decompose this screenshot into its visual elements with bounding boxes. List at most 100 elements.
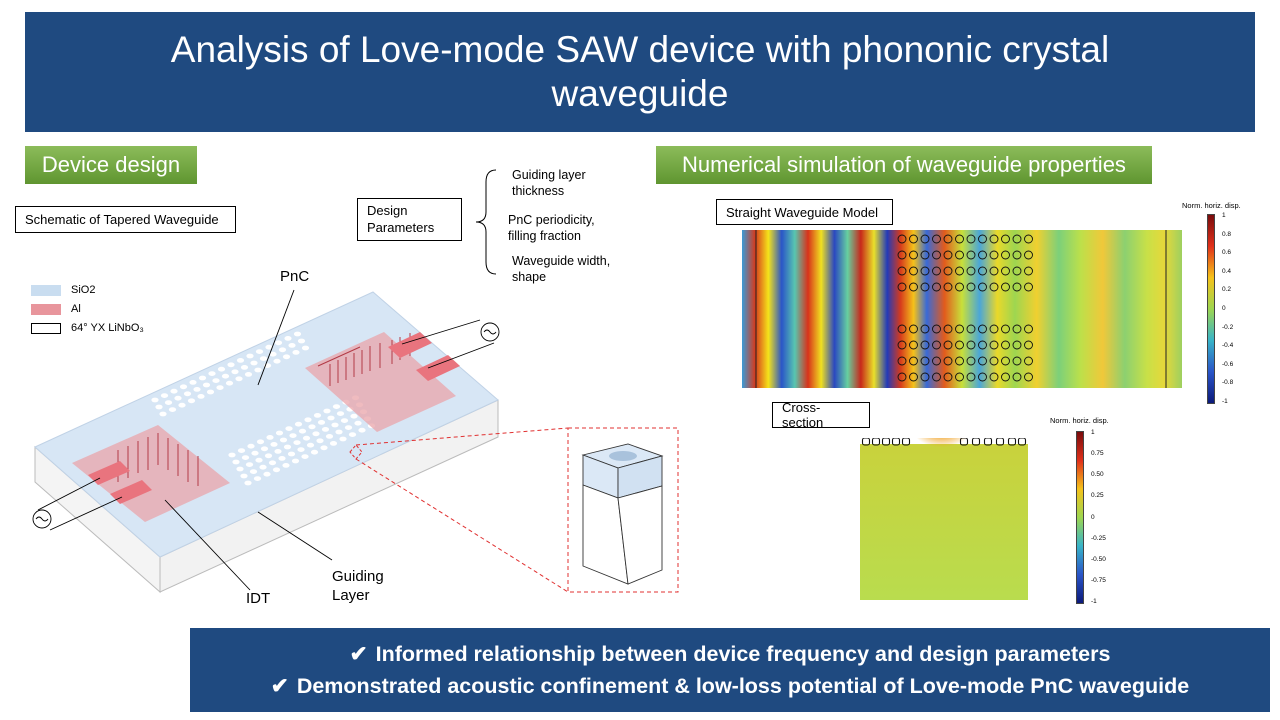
pnc-hole [301, 454, 309, 459]
pnc-hole [259, 356, 268, 361]
sim-hole [989, 250, 999, 260]
pnc-hole [212, 378, 220, 383]
pnc-hole [231, 369, 239, 375]
pnc-hole [292, 350, 300, 355]
idt-left-contact-1 [88, 461, 130, 485]
sim-hole [943, 266, 953, 276]
cross-section-holes [861, 438, 1027, 446]
pnc-hole [178, 402, 186, 408]
pnc-hole [251, 450, 259, 456]
colorbar-tick: 0.75 [1091, 450, 1104, 458]
guiding-callout-line [257, 511, 333, 561]
sim-hole [943, 340, 953, 350]
pnc-hole [331, 422, 339, 428]
pnc-hole [247, 443, 255, 449]
cross-hole [861, 438, 871, 446]
sim-hole [966, 282, 976, 292]
pnc-hole [298, 428, 307, 434]
colorbar-tick: -0.25 [1091, 534, 1106, 542]
pnc-hole [249, 469, 258, 474]
colorbar-tick: -0.6 [1222, 360, 1234, 368]
sim-hole [943, 282, 953, 292]
pnc-hole [304, 417, 312, 423]
colorbar2-title: Norm. horiz. disp. [1050, 416, 1109, 425]
pnc-hole [359, 409, 368, 415]
pnc-hole [293, 440, 301, 445]
pnc-hole [266, 435, 274, 440]
pnc-hole [278, 347, 287, 353]
pnc-hole [283, 444, 292, 450]
pnc-hole [344, 425, 353, 430]
pnc-hole [179, 384, 188, 390]
sim-hole [920, 340, 930, 350]
title-banner: Analysis of Love-mode SAW device with ph… [25, 12, 1255, 132]
pnc-hole [310, 449, 319, 455]
sim-hole [955, 234, 964, 244]
cross-hole [983, 438, 993, 446]
pnc-hole [269, 351, 277, 357]
zoom-marker [349, 444, 363, 460]
colorbar-tick: 0.50 [1091, 471, 1104, 479]
cross-hole [871, 438, 881, 446]
cross-hole [891, 438, 901, 446]
straight-waveguide-svg [742, 230, 1182, 388]
sim-hole [932, 234, 941, 244]
cross-hole [1017, 438, 1027, 446]
pnc-hole [237, 448, 246, 453]
pnc-hole [291, 458, 300, 464]
pnc-hole [221, 373, 230, 379]
pnc-hole [193, 387, 201, 392]
sim-hole [1024, 340, 1033, 350]
sim-hole [1001, 324, 1010, 334]
device-design-tag-text: Device design [41, 152, 181, 177]
sim-hole [943, 324, 953, 334]
sim-hole [1024, 324, 1033, 334]
conclusion-1-text: Informed relationship between device fre… [375, 641, 1111, 666]
sim-hole [897, 282, 907, 292]
pnc-hole [351, 395, 360, 401]
sim-hole [989, 356, 999, 366]
straight-waveguide-label: Straight Waveguide Model [716, 199, 893, 225]
sim-hole [966, 250, 976, 260]
substrate-front-face [159, 399, 499, 593]
legend-label-sio2: SiO2 [71, 284, 96, 296]
sim-hole [978, 234, 987, 244]
sim-hole [1012, 356, 1022, 366]
sim-hole [897, 266, 907, 276]
pnc-hole [288, 343, 296, 348]
sim-hole [966, 356, 976, 366]
pnc-hole [236, 466, 244, 472]
colorbar1-title: Norm. horiz. disp. [1182, 201, 1241, 210]
sim-hole [1012, 266, 1022, 276]
pnc-hole [273, 358, 281, 364]
substrate-left-face [34, 445, 161, 594]
ac-source-left-icon [32, 509, 52, 529]
sim-hole [909, 324, 918, 334]
pnc-hole [317, 420, 326, 425]
pnc-hole [241, 455, 250, 460]
pnc-hole [294, 421, 303, 427]
sim-hole [943, 250, 953, 260]
idt-right-contact-2 [416, 355, 460, 381]
pnc-hole [287, 451, 296, 457]
pnc-hole [302, 435, 311, 441]
colorbar-tick: 0.25 [1091, 492, 1104, 500]
pnc-hole [335, 429, 343, 435]
cross-section-field [860, 444, 1028, 600]
sim-hole [955, 282, 964, 292]
pnc-hole [346, 406, 354, 412]
pnc-hole [255, 457, 263, 463]
sim-hole [1012, 340, 1022, 350]
wire-right-1 [401, 319, 481, 345]
pnc-hole [282, 354, 291, 360]
pnc-hole [206, 389, 215, 395]
pnc-hole [240, 365, 249, 370]
colorbar-tick: -0.8 [1222, 379, 1234, 387]
pnc-hole [159, 411, 167, 417]
sim-hole [989, 324, 999, 334]
unit-cell-sio2-right [617, 455, 663, 499]
pnc-hole [151, 397, 159, 403]
sim-hole [943, 372, 953, 382]
sim-hole [955, 250, 964, 260]
pnc-hole [227, 362, 235, 368]
